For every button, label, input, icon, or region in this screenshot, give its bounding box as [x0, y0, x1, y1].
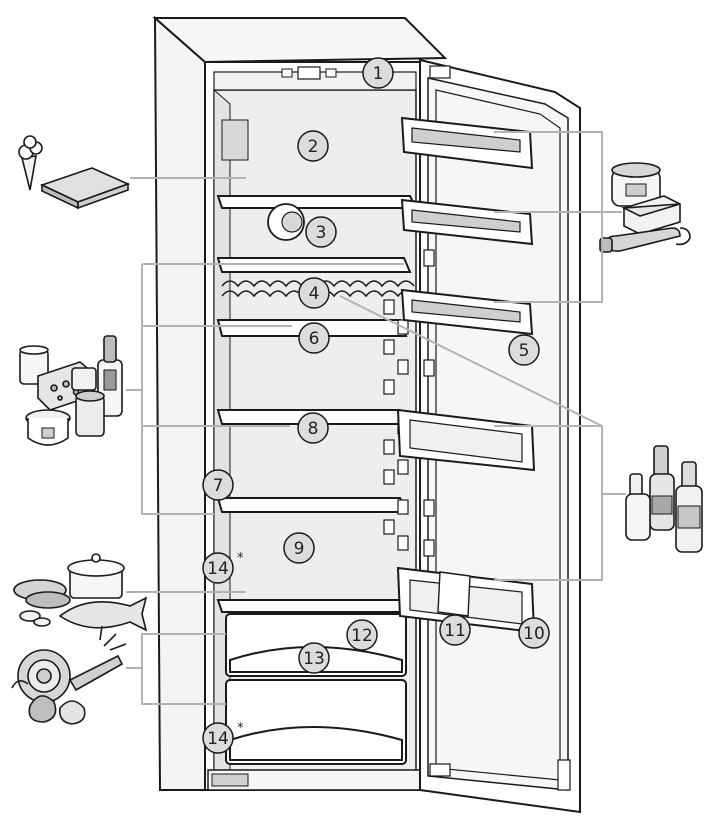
callout-c5: 5: [508, 334, 540, 366]
callout-circle: [202, 722, 234, 754]
leader-lines: [126, 131, 626, 705]
callout-number: 3: [316, 223, 327, 243]
callout-circle: [298, 277, 330, 309]
callout-c9: 9: [283, 532, 315, 564]
callout-circle: [362, 57, 394, 89]
callout-circle: [508, 334, 540, 366]
callout-c11: 11: [439, 614, 471, 646]
dairy-and-jars: [19, 335, 123, 446]
callout-circle: [298, 642, 330, 674]
callout-c1: 1: [362, 57, 394, 89]
callout-number: 5: [519, 341, 530, 361]
callout-number: 10: [523, 624, 545, 644]
callout-number: 13: [303, 649, 325, 669]
ice-cream-and-frozen-pack: [18, 135, 131, 210]
callout-c14b: 14 *: [202, 721, 244, 754]
callout-circle: [202, 469, 234, 501]
callout-circle: [518, 617, 550, 649]
jar-butter-and-tube: [599, 162, 691, 253]
callout-circle: [298, 322, 330, 354]
callout-circle: [305, 216, 337, 248]
callout-c14a: 14 *: [202, 551, 244, 584]
callout-c2: 2: [297, 130, 329, 162]
bottles: [625, 445, 703, 553]
callout-circle: [283, 532, 315, 564]
callout-number: 6: [309, 329, 320, 349]
callout-number: 8: [308, 419, 319, 439]
callout-asterisk: *: [237, 721, 244, 736]
fridge-shelves: [216, 195, 418, 613]
callout-c3: 3: [305, 216, 337, 248]
callout-number: 14: [207, 559, 229, 579]
callout-circle: [346, 619, 378, 651]
callout-c13: 13: [298, 642, 330, 674]
callout-c10: 10: [518, 617, 550, 649]
fish-and-pot: [13, 553, 148, 632]
vegetables: [11, 625, 127, 725]
callout-number: 12: [351, 626, 373, 646]
callout-c7: 7: [202, 469, 234, 501]
callout-asterisk: *: [237, 551, 244, 566]
callout-number: 7: [213, 476, 224, 496]
callout-number: 4: [309, 284, 320, 304]
callout-c4: 4: [298, 277, 330, 309]
callout-number: 2: [308, 137, 319, 157]
callout-circle: [297, 130, 329, 162]
callout-c8: 8: [297, 412, 329, 444]
callout-number: 11: [444, 621, 466, 641]
callout-c6: 6: [298, 322, 330, 354]
callout-number: 9: [294, 539, 305, 559]
callout-number: 14: [207, 729, 229, 749]
callout-circle: [297, 412, 329, 444]
callout-number: 1: [373, 64, 384, 84]
callout-c12: 12: [346, 619, 378, 651]
door-bins: [396, 116, 536, 634]
callout-circle: [202, 552, 234, 584]
callout-circle: [439, 614, 471, 646]
crisper-drawers: [225, 613, 407, 765]
